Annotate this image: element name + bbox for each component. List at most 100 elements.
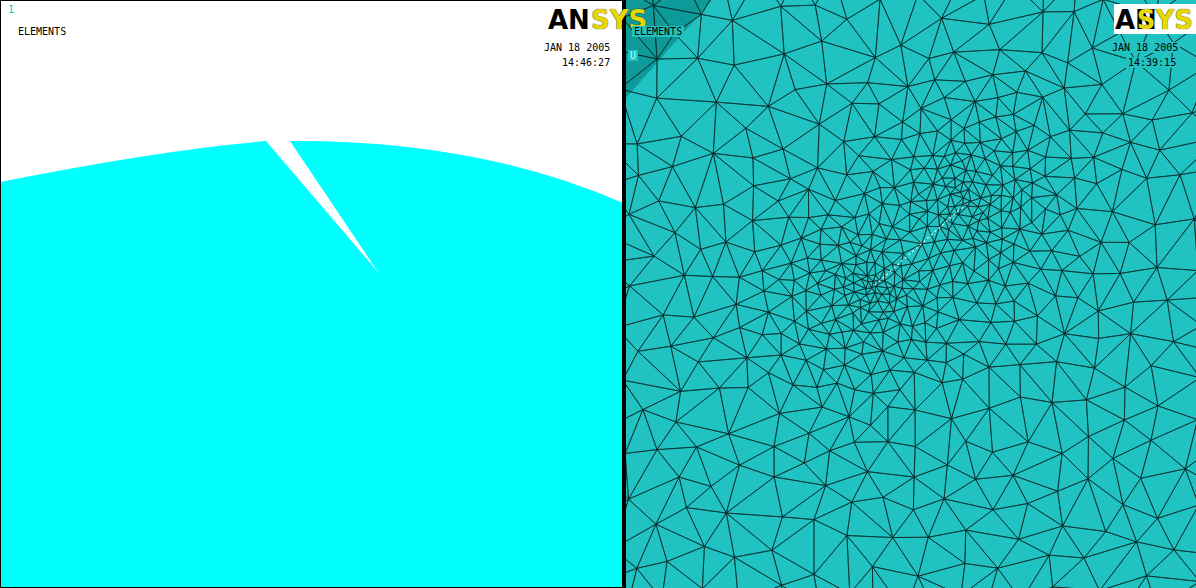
mesh-element (875, 104, 903, 137)
mesh-element (726, 221, 755, 252)
mesh-element (892, 227, 909, 240)
mesh-element (1120, 576, 1157, 588)
mesh-element (876, 280, 885, 286)
mesh-element (736, 291, 768, 312)
mesh-element (893, 510, 929, 538)
mesh-element (868, 472, 915, 498)
mesh-element (821, 227, 842, 246)
mesh-element (1194, 168, 1196, 219)
mesh-element (1124, 406, 1158, 440)
mesh-element (842, 256, 856, 265)
mesh-element (1098, 273, 1133, 311)
mesh-element (1017, 71, 1043, 97)
mesh-element (977, 280, 996, 304)
mesh-element (994, 151, 1012, 166)
mesh-element (847, 502, 893, 537)
element-mesh (626, 0, 1196, 588)
mesh-element (926, 328, 947, 343)
mesh-element (826, 451, 868, 486)
mesh-element (1147, 576, 1196, 588)
mesh-element (1052, 230, 1080, 256)
mesh-element (936, 320, 959, 344)
mesh-element (826, 264, 842, 275)
mesh-element (819, 84, 852, 124)
mesh-element (729, 413, 780, 446)
mesh-element (799, 329, 826, 349)
mesh-element (929, 242, 941, 259)
mesh-element (1131, 334, 1174, 366)
mesh-element (1028, 269, 1055, 296)
mesh-element (926, 184, 937, 200)
mesh-element (867, 250, 875, 263)
mesh-element (901, 45, 929, 86)
mesh-element (1045, 158, 1075, 178)
mesh-element (868, 58, 908, 87)
mesh-element (1151, 420, 1196, 469)
mesh-element (626, 286, 663, 328)
mesh-element (1167, 300, 1196, 342)
mesh-element (1020, 344, 1057, 364)
mesh-element (734, 54, 784, 106)
mesh-element (723, 0, 760, 20)
mesh-element (946, 342, 979, 355)
mesh-element (919, 259, 933, 271)
mesh-element (963, 354, 989, 379)
mesh-element (1060, 208, 1077, 230)
mesh-element (942, 0, 984, 18)
mesh-element (701, 0, 732, 20)
mesh-element (968, 182, 980, 198)
mesh-element (818, 142, 847, 175)
mesh-element (626, 499, 656, 549)
mesh-element (832, 289, 845, 305)
mesh-element (1013, 190, 1022, 208)
mesh-element (980, 142, 994, 158)
mesh-element (942, 379, 963, 419)
mesh-element (702, 546, 734, 588)
mesh-element (801, 218, 821, 238)
mesh-element (734, 557, 781, 588)
mesh-element (626, 214, 654, 256)
mesh-element (1131, 142, 1160, 178)
mesh-element (1050, 130, 1071, 158)
mesh-element (1086, 368, 1125, 400)
mesh-element (732, 0, 780, 20)
mesh-element (704, 513, 734, 557)
mesh-element (914, 156, 933, 169)
mesh-element (667, 546, 704, 588)
mesh-element (929, 52, 954, 80)
mesh-element (626, 0, 653, 5)
mesh-element (862, 351, 883, 375)
mesh-element (695, 204, 726, 242)
mesh-element (1014, 283, 1037, 316)
mesh-element (1030, 251, 1052, 269)
mesh-element (859, 137, 892, 160)
mesh-element (676, 388, 719, 422)
mesh-element (626, 351, 681, 391)
mesh-element (747, 335, 781, 358)
mesh-element (1013, 262, 1041, 283)
mesh-element (985, 151, 1000, 166)
mesh-element (626, 144, 638, 176)
mesh-element (1131, 300, 1174, 342)
mesh-element (782, 585, 820, 588)
mesh-element (1052, 402, 1088, 453)
mesh-element (1025, 71, 1064, 97)
mesh-element (1194, 217, 1196, 262)
mesh-element (713, 102, 746, 153)
mesh-element (909, 202, 927, 215)
mesh-element (781, 355, 806, 385)
mesh-element (774, 447, 804, 477)
mesh-element (923, 306, 938, 323)
mesh-element (1068, 48, 1102, 84)
mesh-element (675, 233, 701, 276)
mesh-element (806, 291, 821, 311)
mesh-element (675, 208, 701, 250)
mesh-element (880, 0, 918, 45)
mesh-element (850, 567, 873, 588)
mesh-element (959, 303, 991, 323)
mesh-element (1043, 0, 1077, 12)
mesh-element (774, 477, 826, 517)
crack-line (875, 205, 965, 285)
mesh-element (1157, 219, 1196, 271)
